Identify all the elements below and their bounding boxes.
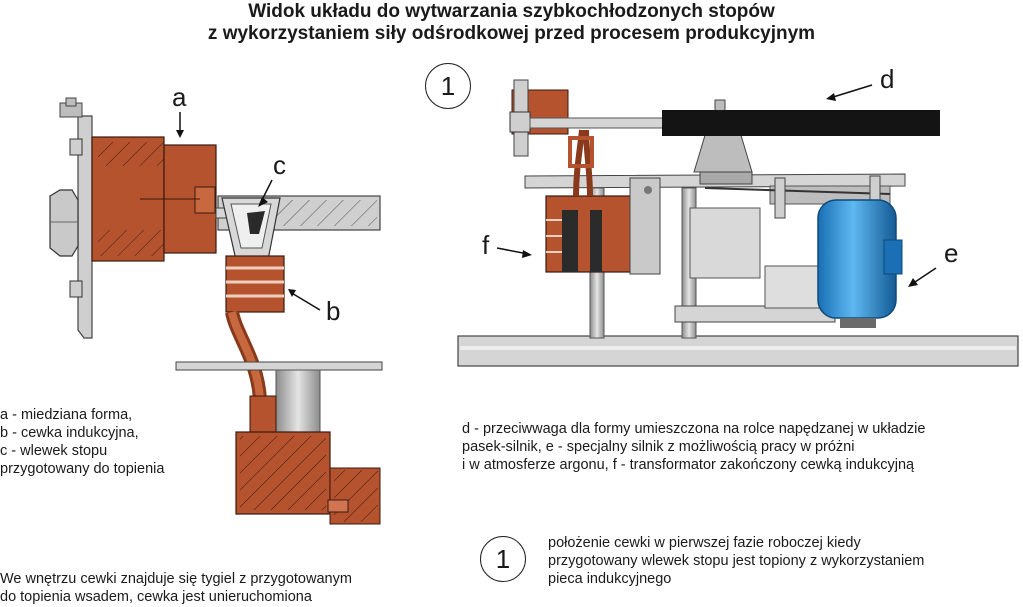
induction-coil-b	[225, 255, 285, 401]
legend-left-line: b - cewka indukcyjna,	[0, 425, 139, 441]
label-b: b	[326, 296, 341, 326]
motor-e	[817, 199, 903, 328]
legend-right-line: d - przeciwwaga dla formy umieszczona na…	[462, 421, 926, 437]
stage-number-circle-top: 1	[425, 63, 471, 109]
copper-mould-a	[91, 136, 217, 262]
diagram-title-line1: Widok układu do wytwarzania szybkochłodz…	[248, 1, 775, 22]
stage-note-line: pieca indukcyjnego	[548, 571, 672, 587]
legend-right-line: i w atmosferze argonu, f - transformator…	[462, 457, 915, 473]
crucible-c	[221, 197, 281, 261]
label-f: f	[482, 230, 490, 260]
note-left-line: do topienia wsadem, cewka jest unierucho…	[0, 589, 312, 605]
legend-left-line: przygotowany do topienia	[0, 461, 165, 477]
legend-right-line: pasek-silnik, e - specjalny silnik z moż…	[462, 439, 855, 455]
label-e: e	[944, 238, 959, 268]
label-a: a	[172, 82, 187, 112]
legend-left-line: a - miedziana forma,	[0, 407, 133, 423]
stage-note-line: położenie cewki w pierwszej fazie robocz…	[548, 535, 861, 551]
diagram-title-line2: z wykorzystaniem siły odśrodkowej przed …	[207, 23, 816, 44]
left-closeup	[49, 97, 383, 525]
label-d: d	[880, 64, 895, 94]
legend-left-line: c - wlewek stopu	[0, 443, 108, 459]
right-assembly	[457, 79, 1019, 367]
note-left: We wnętrzu cewki znajduje się tygiel z p…	[0, 570, 352, 606]
note-left-line: We wnętrzu cewki znajduje się tygiel z p…	[0, 571, 352, 587]
counterweight-disc-d	[662, 110, 940, 136]
legend-right: d - przeciwwaga dla formy umieszczona na…	[462, 420, 925, 474]
stage-note-line: przygotowany wlewek stopu jest topiony z…	[548, 553, 925, 569]
legend-left: a - miedziana forma, b - cewka indukcyjn…	[0, 406, 164, 478]
transformer-f	[545, 129, 635, 273]
stage-note: położenie cewki w pierwszej fazie robocz…	[548, 534, 924, 588]
label-c: c	[273, 150, 286, 180]
stage-number-circle-legend: 1	[480, 536, 526, 582]
